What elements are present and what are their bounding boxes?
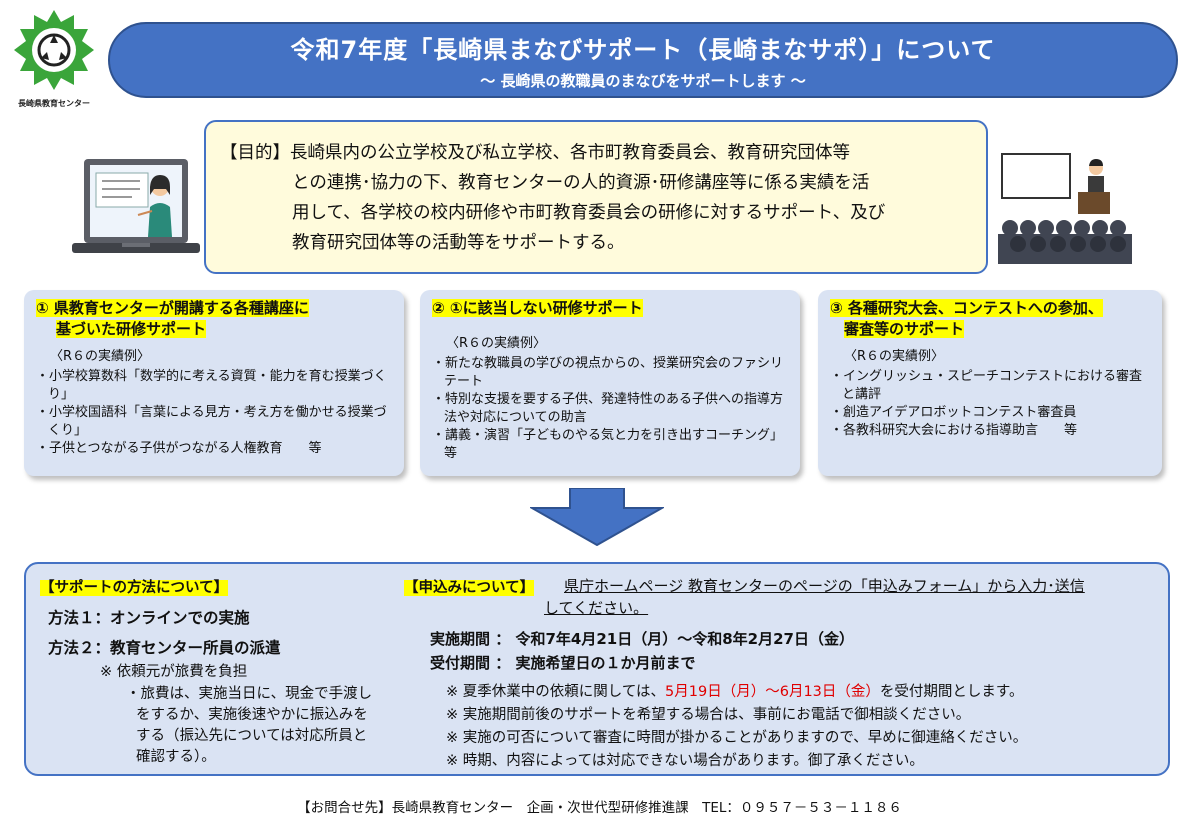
card-3-list: ・イングリッシュ・スピーチコンテストにおける審査と講評 ・創造アイデアロボットコ… xyxy=(830,368,1150,440)
page-subtitle: ～ 長崎県の教職員のまなびをサポートします ～ xyxy=(480,72,806,90)
card-2-title: ② ①に該当しない研修サポート xyxy=(432,299,643,317)
note-2: ※ 実施期間前後のサポートを希望する場合は、事前にお電話で御相談ください。 xyxy=(446,707,971,723)
education-center-logo xyxy=(14,10,94,90)
note-4: ※ 時期、内容によっては対応できない場合があります。御了承ください。 xyxy=(446,753,924,769)
method-2: 方法２：教育センター所員の派遣 xyxy=(48,639,281,657)
list-item: ・小学校国語科「言葉による見方・考え方を働かせる授業づくり」 xyxy=(36,405,387,438)
list-item: ・特別な支援を要する子供、発達特性のある子供への指導方法や対応についての助言 xyxy=(432,392,784,425)
card-1-title: ① 県教育センターが開講する各種講座に 基づいた研修サポート xyxy=(36,299,309,338)
down-arrow-icon xyxy=(530,488,664,546)
accept-row: 受付期間 ： 実施希望日の１か月前まで xyxy=(430,652,695,673)
support-card-2: ② ①に該当しない研修サポート 〈R６の実績例〉 ・新たな教職員の学びの視点から… xyxy=(420,290,803,476)
list-item: ・イングリッシュ・スピーチコンテストにおける審査と講評 xyxy=(830,369,1143,402)
list-item: ・子供とつながる子供がつながる人権教育 等 xyxy=(36,441,322,456)
list-item: ・創造アイデアロボットコンテスト審査員 xyxy=(830,405,1077,420)
card-1-subtitle: 〈R６の実績例〉 xyxy=(50,349,151,364)
card-2-subtitle: 〈R６の実績例〉 xyxy=(446,336,547,351)
accept-label: 受付期間 ： xyxy=(430,654,511,672)
card-3-title: ③ 各種研究大会、コンテストへの参加、 審査等のサポート xyxy=(830,299,1103,338)
note-3: ※ 実施の可否について審査に時間が掛かることがありますので、早めに御連絡ください… xyxy=(446,730,1028,746)
purpose-label: 【目的】 xyxy=(220,143,290,163)
header-banner: 令和7年度「長崎県まなびサポート（長崎まなサポ）」について ～ 長崎県の教職員の… xyxy=(108,22,1178,98)
contact-footer: 【お問合せ先】長崎県教育センター 企画・次世代型研修推進課 TEL：０９５７－５… xyxy=(297,800,902,816)
purpose-box: 【目的】長崎県内の公立学校及び私立学校、各市町教育委員会、教育研究団体等 との連… xyxy=(204,120,988,274)
purpose-line-1: 長崎県内の公立学校及び私立学校、各市町教育委員会、教育研究団体等 xyxy=(290,143,850,163)
card-3-subtitle: 〈R６の実績例〉 xyxy=(844,349,945,364)
application-heading: 【申込みについて】 xyxy=(404,580,535,596)
details-box: 【サポートの方法について】 方法１：オンラインでの実施 方法２：教育センター所員… xyxy=(24,562,1170,776)
logo-caption: 長崎県教育センター xyxy=(18,99,90,108)
support-method-heading: 【サポートの方法について】 xyxy=(40,580,229,596)
period-label: 実施期間 ： xyxy=(430,630,511,648)
accept-value: 実施希望日の１か月前まで xyxy=(515,654,696,672)
method-1: 方法１：オンラインでの実施 xyxy=(48,609,250,627)
card-2-list: ・新たな教職員の学びの視点からの、授業研究会のファシリテート ・特別な支援を要す… xyxy=(432,355,803,463)
application-text-line-2: してください。 xyxy=(544,599,649,617)
list-item: ・小学校算数科「数学的に考える資質・能力を育む授業づくり」 xyxy=(36,369,387,402)
travel-cost-detail: ・旅費は、実施当日に、現金で手渡し をするか、実施後速やかに振込みを する（振込… xyxy=(126,686,373,765)
period-row: 実施期間 ： 令和7年4月21日（月）～令和8年2月27日（金） xyxy=(430,628,854,649)
page-title: 令和7年度「長崎県まなびサポート（長崎まなサポ）」について xyxy=(290,36,996,64)
purpose-line-4: 教育研究団体等の活動等をサポートする。 xyxy=(292,233,625,253)
purpose-line-3: 用して、各学校の校内研修や市町教育委員会の研修に対するサポート、及び xyxy=(292,203,886,223)
list-item: ・講義・演習「子どものやる気と力を引き出すコーチング」 等 xyxy=(432,428,803,461)
purpose-line-2: との連携･協力の下、教育センターの人的資源･研修講座等に係る実績を活 xyxy=(292,173,870,193)
application-text-line-1: 県庁ホームページ 教育センターのページの「申込みフォーム」から入力･送信 xyxy=(564,577,1085,595)
support-card-1: ① 県教育センターが開講する各種講座に 基づいた研修サポート 〈R６の実績例〉 … xyxy=(24,290,404,476)
summer-period: 5月19日（月）～6月13日（金） xyxy=(665,684,880,700)
travel-cost-note: ※ 依頼元が旅費を負担 xyxy=(100,664,248,680)
list-item: ・新たな教職員の学びの視点からの、授業研究会のファシリテート xyxy=(432,356,784,389)
note-1: ※ 夏季休業中の依頼に関しては、5月19日（月）～6月13日（金）を受付期間とし… xyxy=(446,684,1024,700)
card-1-list: ・小学校算数科「数学的に考える資質・能力を育む授業づくり」 ・小学校国語科「言葉… xyxy=(36,368,392,458)
support-card-3: ③ 各種研究大会、コンテストへの参加、 審査等のサポート 〈R６の実績例〉 ・イ… xyxy=(818,290,1162,476)
laptop-teacher-illustration xyxy=(72,159,200,253)
list-item: ・各教科研究大会における指導助言 等 xyxy=(830,423,1078,438)
lecture-hall-illustration xyxy=(998,153,1132,264)
period-value: 令和7年4月21日（月）～令和8年2月27日（金） xyxy=(515,630,854,648)
